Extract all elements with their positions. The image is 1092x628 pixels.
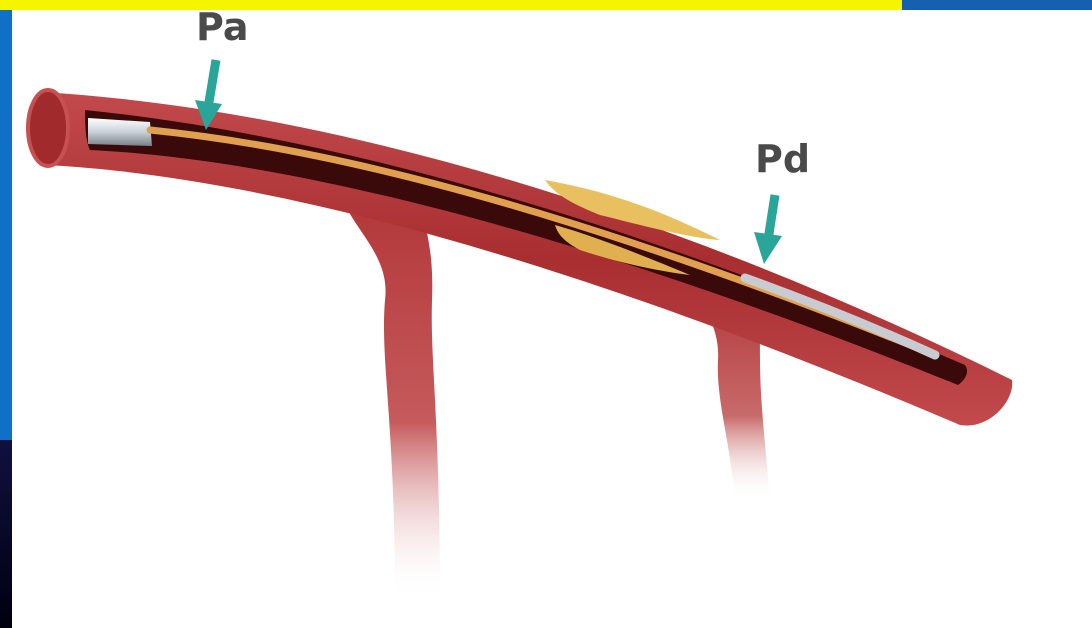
label-pd: Pd	[755, 137, 810, 181]
side-branch-left	[345, 205, 440, 600]
guide-catheter	[88, 118, 152, 146]
arrow-down-icon	[754, 195, 782, 264]
vessel-opening	[28, 90, 68, 166]
label-pa: Pa	[196, 5, 248, 49]
